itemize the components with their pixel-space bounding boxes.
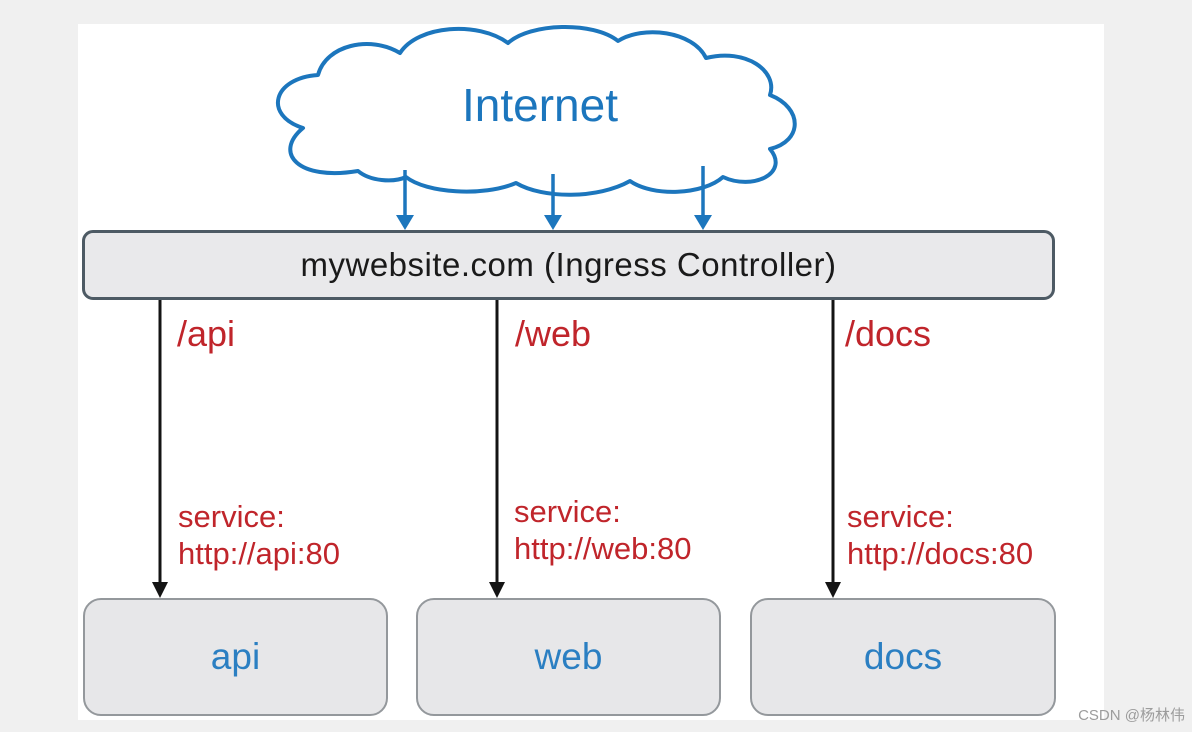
service-endpoint-docs: service: http://docs:80 (847, 498, 1033, 572)
service-endpoint-web-line1: service: (514, 494, 621, 529)
service-endpoint-docs-line1: service: (847, 499, 954, 534)
ingress-controller-box: mywebsite.com (Ingress Controller) (82, 230, 1055, 300)
service-endpoint-api-line2: http://api:80 (178, 536, 341, 571)
service-node-api: api (83, 598, 388, 716)
route-path-api: /api (177, 313, 236, 354)
service-endpoint-docs-line2: http://docs:80 (847, 536, 1034, 571)
service-node-docs-label: docs (863, 636, 943, 677)
service-endpoint-web-line2: http://web:80 (514, 531, 692, 566)
internet-label: Internet (462, 79, 618, 131)
service-endpoint-api: service: http://api:80 (178, 498, 340, 572)
service-endpoint-api-line1: service: (178, 499, 285, 534)
service-endpoint-web: service: http://web:80 (514, 493, 692, 567)
service-node-api-label: api (210, 636, 261, 677)
service-node-web: web (416, 598, 721, 716)
csdn-watermark: CSDN @杨林伟 (1078, 707, 1185, 724)
route-path-web: /web (515, 313, 592, 354)
ingress-controller-label: mywebsite.com (Ingress Controller) (300, 246, 837, 283)
route-path-docs: /docs (845, 313, 932, 354)
service-node-docs: docs (750, 598, 1056, 716)
service-node-web-label: web (534, 636, 603, 677)
